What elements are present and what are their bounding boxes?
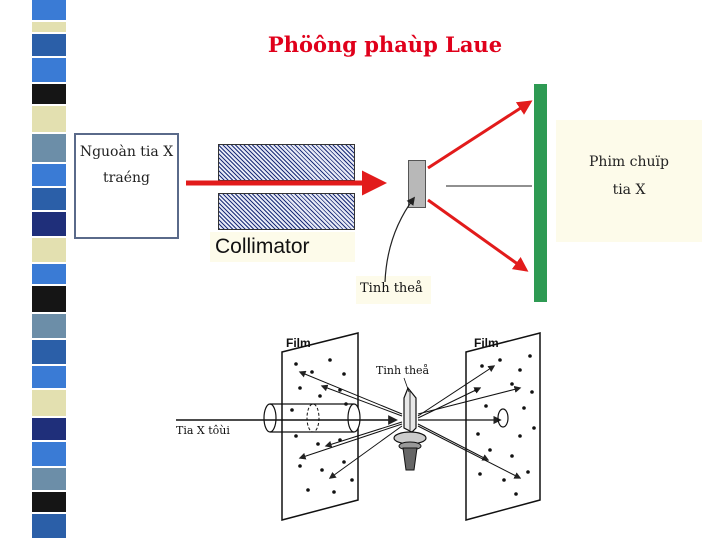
goniometer-stem (402, 447, 418, 471)
strip-block (32, 238, 66, 264)
strip-block (32, 314, 66, 340)
collimator-tube-front (263, 403, 277, 433)
film-label-box: Phim chuïp tia X (556, 120, 702, 242)
film-label-left: Film (286, 336, 311, 350)
strip-block (32, 492, 66, 514)
back-ray (328, 425, 403, 479)
incident-ray-label: Tia X tôùi (176, 424, 230, 437)
crystal-sample (408, 160, 426, 208)
strip-block (32, 418, 66, 442)
collimator-tube-mid (306, 403, 320, 433)
strip-block (32, 212, 66, 238)
xray-source-box: Nguoàn tia X traéng (74, 133, 179, 239)
strip-block (32, 468, 66, 492)
page-title: Phöông phaùp Laue (267, 32, 503, 57)
source-label-line2: traéng (103, 170, 150, 186)
strip-block (32, 390, 66, 418)
forward-ray (417, 365, 496, 417)
strip-block (32, 366, 66, 390)
strip-block (32, 34, 66, 58)
film-label-right: Film (474, 336, 499, 350)
collimator-tube-back (347, 403, 361, 433)
strip-block (32, 22, 66, 34)
bottom-crystal-label: Tinh theå (376, 364, 430, 377)
decorative-side-strip (32, 0, 66, 540)
film-label-line1: Phim chuïp (589, 154, 669, 170)
strip-block (32, 264, 66, 286)
source-label-line1: Nguoàn tia X (79, 144, 174, 160)
back-ray (324, 421, 403, 448)
forward-ray (417, 425, 522, 479)
strip-block (32, 286, 66, 314)
strip-block (32, 442, 66, 468)
back-ray (298, 370, 403, 415)
forward-ray (417, 387, 482, 419)
forward-ray (417, 385, 522, 415)
strip-block (32, 514, 66, 540)
crystal-label: Tinh theå (356, 276, 431, 304)
diffracted-beam-upper (427, 100, 533, 170)
diffracted-beam-lower (427, 198, 529, 272)
strip-block (32, 106, 66, 134)
left-film-plate (281, 332, 359, 521)
forward-ray (417, 423, 490, 461)
back-ray (298, 423, 403, 460)
strip-block (32, 134, 66, 164)
crystal-pointer-arrow (384, 196, 416, 283)
crystal-pointer-line (403, 377, 410, 393)
film-plate (534, 84, 547, 302)
strip-block (32, 164, 66, 188)
film-center-spot (497, 408, 509, 428)
strip-block (32, 188, 66, 212)
collimator-block-bottom (218, 193, 355, 230)
right-film-spots (474, 354, 536, 496)
strip-block (32, 0, 66, 22)
strip-block (32, 58, 66, 84)
left-film-spots (290, 358, 354, 494)
collimator-label: Collimator (210, 232, 355, 262)
strip-block (32, 84, 66, 106)
strip-block (32, 340, 66, 366)
film-label-line2: tia X (612, 182, 646, 198)
back-ray (320, 384, 403, 417)
